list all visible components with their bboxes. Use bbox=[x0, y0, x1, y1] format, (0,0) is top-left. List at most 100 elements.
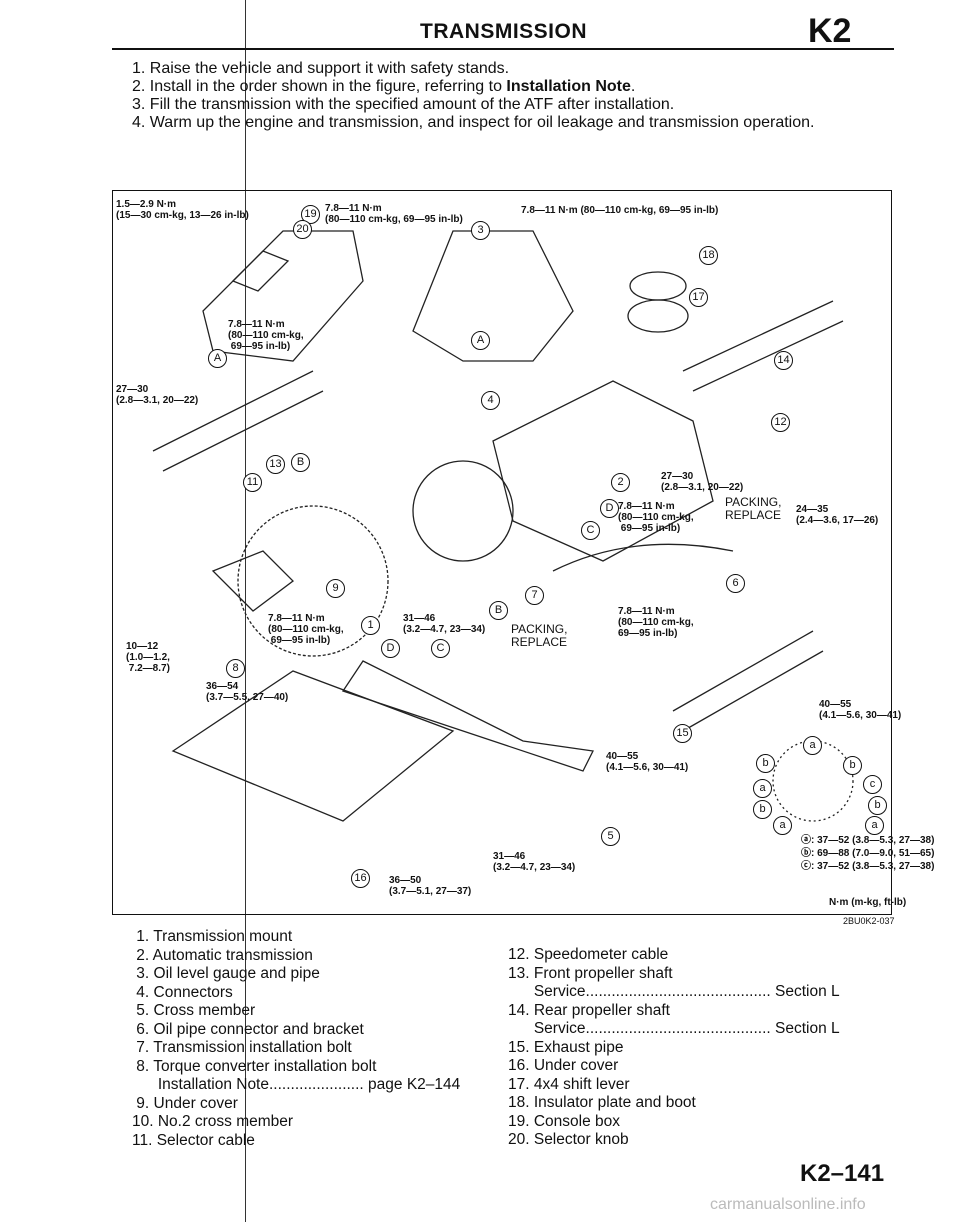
diagram-drawing bbox=[152, 230, 854, 822]
watermark: carmanualsonline.info bbox=[710, 1196, 866, 1213]
callout-20: 20 bbox=[293, 220, 312, 239]
step-2: 2. Install in the order shown in the fig… bbox=[132, 78, 814, 96]
part-item: 12. Speedometer cable bbox=[508, 946, 669, 963]
torque-knob: 1.5—2.9 N·m (15—30 cm-kg, 13—26 in-lb) bbox=[116, 199, 249, 221]
exhaust-pipe-shape bbox=[672, 630, 824, 732]
torque-converter-shape bbox=[412, 460, 514, 562]
part-item: 20. Selector knob bbox=[508, 1131, 629, 1148]
front-shaft-shape bbox=[152, 370, 324, 472]
under-cover-shape bbox=[171, 670, 455, 822]
shifter-shape bbox=[231, 250, 290, 292]
bolt-a-bottom-left: a bbox=[773, 816, 792, 835]
shift-lever-bracket-shape bbox=[412, 230, 574, 362]
part-item: 19. Console box bbox=[508, 1112, 621, 1130]
part-item: Installation Note...................... … bbox=[132, 1076, 461, 1093]
part-item: 9. Under cover bbox=[132, 1094, 238, 1112]
callout-A-2: A bbox=[208, 349, 227, 368]
torque-cover9: 7.8—11 N·m (80—110 cm-kg, 69—95 in-lb) bbox=[268, 613, 344, 646]
bolt-legend-b: ⓑ: 69—88 (7.0—9.0, 51—65) bbox=[801, 848, 935, 859]
bolt-a-left: a bbox=[753, 779, 772, 798]
packing-note-1: PACKING, REPLACE bbox=[725, 495, 782, 522]
torque-bolt8: 36—54 (3.7—5.5, 27—40) bbox=[206, 681, 289, 703]
figure-id: 2BU0K2-037 bbox=[843, 916, 895, 926]
callout-A-1: A bbox=[471, 331, 490, 350]
oil-pipe-shape bbox=[552, 543, 734, 572]
step-2-end: . bbox=[630, 78, 636, 95]
part-item: 6. Oil pipe connector and bracket bbox=[132, 1020, 364, 1038]
callout-6: 6 bbox=[726, 574, 745, 593]
header-rule bbox=[112, 48, 894, 50]
callout-16: 16 bbox=[351, 869, 370, 888]
bolt-a-top: a bbox=[803, 736, 822, 755]
callout-11: 11 bbox=[243, 473, 262, 492]
bolt-legend-a: ⓐ: 37—52 (3.8—5.3, 27—38) bbox=[801, 835, 935, 846]
torque-d: 7.8—11 N·m (80—110 cm-kg, 69—95 in-lb) bbox=[618, 501, 694, 534]
part-item: 4. Connectors bbox=[132, 983, 233, 1001]
callout-D-1: D bbox=[600, 499, 619, 518]
part-item: 17. 4x4 shift lever bbox=[508, 1075, 630, 1093]
bolt-pattern-shape bbox=[772, 740, 854, 822]
step-1: 1. Raise the vehicle and support it with… bbox=[132, 60, 510, 77]
insulator-shape bbox=[629, 271, 687, 301]
section-code: K2 bbox=[808, 12, 852, 50]
torque-nut: 40—55 (4.1—5.6, 30—41) bbox=[606, 751, 689, 773]
parts-list-right: 12. Speedometer cable 13. Front propelle… bbox=[508, 946, 840, 1150]
exploded-diagram: 1.5—2.9 N·m (15—30 cm-kg, 13—26 in-lb) 7… bbox=[112, 190, 934, 915]
callout-C-2: C bbox=[431, 639, 450, 658]
part-item: 18. Insulator plate and boot bbox=[508, 1094, 696, 1111]
callout-5: 5 bbox=[601, 827, 620, 846]
callout-3: 3 bbox=[471, 221, 490, 240]
callout-B-2: B bbox=[489, 601, 508, 620]
step-2-text: 2. Install in the order shown in the fig… bbox=[132, 78, 507, 95]
torque-cross: 31—46 (3.2—4.7, 23—34) bbox=[493, 851, 576, 873]
callout-8: 8 bbox=[226, 659, 245, 678]
part-item: 1. Transmission mount bbox=[132, 928, 293, 945]
parts-list-left: 1. Transmission mount 2. Automatic trans… bbox=[132, 928, 460, 1150]
callout-18: 18 bbox=[699, 246, 718, 265]
bolt-legend-c: ⓒ: 37—52 (3.8—5.3, 27—38) bbox=[801, 861, 935, 872]
callout-14: 14 bbox=[774, 351, 793, 370]
callout-15: 15 bbox=[673, 724, 692, 743]
part-item: 7. Transmission installation bolt bbox=[132, 1039, 352, 1056]
bolt-legend: ⓐ: 37—52 (3.8—5.3, 27—38) ⓑ: 69—88 (7.0—… bbox=[801, 834, 934, 873]
callout-B-1: B bbox=[291, 453, 310, 472]
torque-cover16: 36—50 (3.7—5.1, 27—37) bbox=[389, 875, 472, 897]
flywheel-shape bbox=[237, 505, 389, 657]
bolt-b-lower-left: b bbox=[753, 800, 772, 819]
callout-D-2: D bbox=[381, 639, 400, 658]
torque-starter: 10—12 (1.0—1.2, 7.2—8.7) bbox=[126, 641, 170, 674]
bolt-a-bottom-right: a bbox=[865, 816, 884, 835]
torque-top: 7.8—11 N·m (80—110 cm-kg, 69—95 in-lb) bbox=[521, 205, 719, 216]
step-3: 3. Fill the transmission with the specif… bbox=[132, 96, 675, 113]
packing-note-2: PACKING, REPLACE bbox=[511, 622, 568, 649]
part-item: 8. Torque converter installation bolt bbox=[132, 1057, 377, 1075]
callout-C-1: C bbox=[581, 521, 600, 540]
boot-shape bbox=[627, 299, 689, 333]
scan-line bbox=[245, 0, 246, 1222]
part-item: 3. Oil level gauge and pipe bbox=[132, 965, 320, 982]
torque-console: 7.8—11 N·m (80—110 cm-kg, 69—95 in-lb) bbox=[325, 203, 463, 225]
cross-member-shape bbox=[341, 660, 594, 772]
callout-12: 12 bbox=[771, 413, 790, 432]
rear-shaft-shape bbox=[682, 300, 844, 392]
starter-shape bbox=[211, 550, 294, 612]
transmission-shape bbox=[492, 380, 714, 562]
bolt-b-right: b bbox=[843, 756, 862, 775]
bolt-b-left: b bbox=[756, 754, 775, 773]
part-item: 2. Automatic transmission bbox=[132, 946, 313, 964]
installation-note-ref: Installation Note bbox=[506, 78, 631, 95]
part-item: 16. Under cover bbox=[508, 1057, 619, 1074]
step-4: 4. Warm up the engine and transmission, … bbox=[132, 114, 815, 131]
section-title: TRANSMISSION bbox=[420, 20, 588, 43]
torque-pipe: 24—35 (2.4—3.6, 17—26) bbox=[796, 504, 879, 526]
procedure-steps: 1. Raise the vehicle and support it with… bbox=[132, 60, 814, 132]
part-item: 15. Exhaust pipe bbox=[508, 1038, 624, 1056]
units-note: N·m (m-kg, ft-lb) bbox=[829, 897, 907, 908]
callout-2: 2 bbox=[611, 473, 630, 492]
callout-4: 4 bbox=[481, 391, 500, 410]
torque-lever: 7.8—11 N·m (80—110 cm-kg, 69—95 in-lb) bbox=[228, 319, 304, 352]
callout-9: 9 bbox=[326, 579, 345, 598]
part-item: 5. Cross member bbox=[132, 1002, 256, 1019]
callout-13: 13 bbox=[266, 455, 285, 474]
